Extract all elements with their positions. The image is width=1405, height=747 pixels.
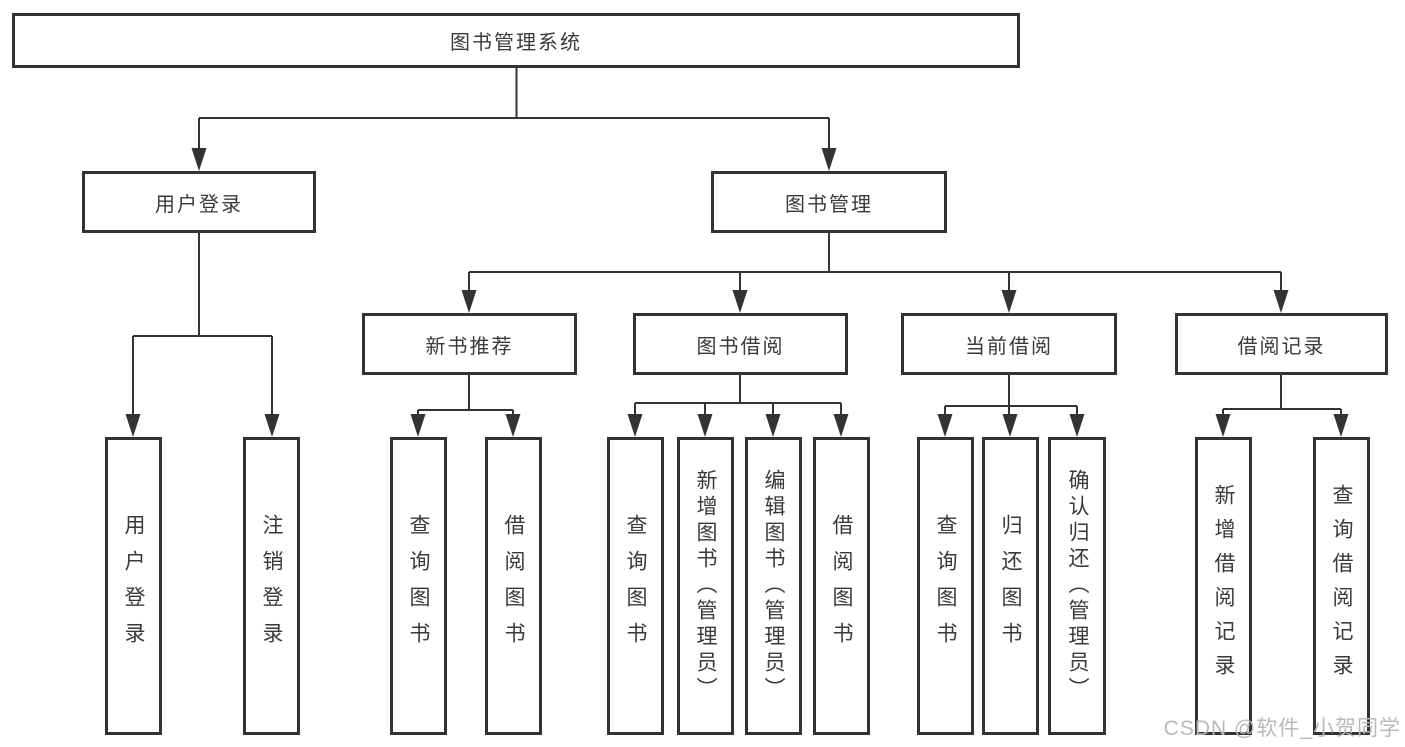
node-leaf-search-books-current: 查询图书: [917, 437, 974, 735]
node-leaf-logout: 注销登录: [243, 437, 300, 735]
node-current-borrowing: 当前借阅: [901, 313, 1117, 375]
node-root: 图书管理系统: [12, 13, 1020, 68]
node-leaf-add-borrow-record: 新增借阅记录: [1195, 437, 1252, 735]
connector-root-split: [198, 68, 830, 152]
connector-current-borrowing-split: [944, 375, 1078, 421]
connector-book-management-split: [468, 233, 1282, 296]
node-leaf-add-books-admin: 新增图书（管理员）: [677, 437, 734, 735]
connector-borrowing-records-split: [1222, 375, 1342, 421]
node-leaf-borrow-books-borrowing: 借阅图书: [813, 437, 870, 735]
node-leaf-search-books-borrowing: 查询图书: [607, 437, 664, 735]
node-book-management: 图书管理: [711, 171, 947, 233]
node-leaf-user-login: 用户登录: [105, 437, 162, 735]
node-new-book-recommend: 新书推荐: [362, 313, 577, 375]
node-leaf-confirm-return-admin: 确认归还（管理员）: [1048, 437, 1106, 735]
node-leaf-search-borrow-record: 查询借阅记录: [1313, 437, 1370, 735]
node-leaf-borrow-books-recommend: 借阅图书: [485, 437, 542, 735]
connector-book-borrowing-split: [634, 375, 842, 421]
node-user-login: 用户登录: [82, 171, 316, 233]
node-book-borrowing: 图书借阅: [633, 313, 848, 375]
connector-user-login-split: [132, 233, 273, 420]
connector-new-book-split: [417, 375, 514, 421]
arrowheads: [125, 148, 1349, 437]
node-leaf-return-books: 归还图书: [982, 437, 1039, 735]
watermark-text: CSDN @软件_小贺同学: [1163, 717, 1401, 740]
node-leaf-search-books-recommend: 查询图书: [390, 437, 447, 735]
node-borrowing-records: 借阅记录: [1175, 313, 1388, 375]
node-leaf-edit-books-admin: 编辑图书（管理员）: [745, 437, 802, 735]
